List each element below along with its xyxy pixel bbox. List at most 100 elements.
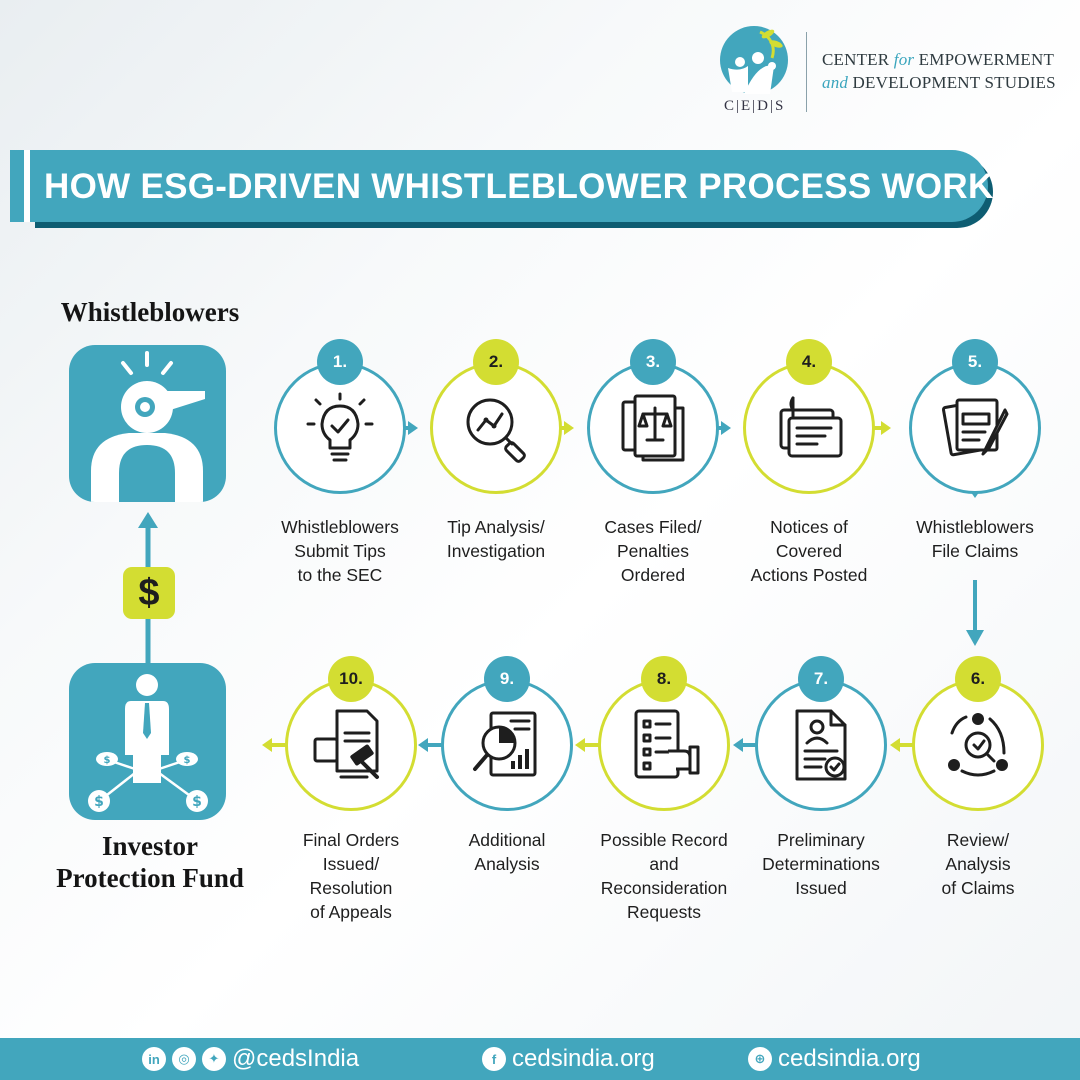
dollar-badge: $ [123, 567, 175, 619]
banner-gap [24, 150, 30, 222]
step-1-label-line: to the SEC [297, 565, 383, 585]
report-magnifier-icon [473, 711, 537, 777]
twitter-icon[interactable]: ✦ [202, 1047, 226, 1071]
title-banner: HOW ESG-DRIVEN WHISTLEBLOWER PROCESS WOR… [30, 150, 1017, 222]
step-8-label-line: Requests [627, 902, 701, 922]
step-7-label-line: Issued [795, 878, 847, 898]
social-handle[interactable]: @cedsIndia [232, 1045, 360, 1072]
facebook-icon[interactable]: f [482, 1047, 506, 1071]
step-8-label-line: Possible Record [600, 830, 728, 850]
logo-line-2: and DEVELOPMENT STUDIES [822, 73, 1056, 93]
legal-document-icon [621, 394, 685, 462]
step-10-label-line: Resolution [309, 878, 393, 898]
step-10-number: 10. [328, 656, 374, 702]
lightbulb-check-icon [306, 392, 374, 462]
logo-text: DEVELOPMENT STUDIES [848, 73, 1056, 92]
claim-papers-pen-icon [941, 398, 1009, 457]
banner-accent-bar [10, 150, 24, 222]
step-10-label-line: Final Orders [302, 830, 400, 850]
footer-social[interactable]: in ◎ ✦ @cedsIndia [142, 1044, 359, 1074]
profile-document-icon [795, 709, 847, 781]
ceds-emblem-icon [720, 26, 788, 94]
step-9-number: 9. [484, 656, 530, 702]
logo-letters: C|E|D|S [724, 98, 786, 114]
logo-text-italic: and [822, 73, 849, 92]
svg-text:$: $ [184, 755, 191, 766]
arrow-10-out [262, 738, 287, 752]
step-2-label-line: Investigation [446, 541, 546, 561]
investor-fund-box: $ $ $ $ [69, 663, 226, 820]
step-4-label-line: Actions Posted [750, 565, 868, 585]
step-6-label-line: Analysis [945, 854, 1011, 874]
step-4-number: 4. [786, 339, 832, 385]
gavel-document-icon [313, 709, 379, 779]
step-3-label-line: Cases Filed/ [604, 517, 702, 537]
logo-text: EMPOWERMENT [914, 50, 1055, 69]
footer-facebook[interactable]: f cedsindia.org [482, 1044, 655, 1074]
instagram-icon[interactable]: ◎ [172, 1047, 196, 1071]
investor-money-icon: $ $ $ $ [88, 674, 208, 812]
gears-review-icon [948, 713, 1008, 777]
facebook-link[interactable]: cedsindia.org [512, 1045, 655, 1072]
magnifier-chart-icon [466, 398, 526, 463]
investor-fund-line-1: Investor [102, 831, 198, 861]
investor-fund-heading: Investor Protection Fund [40, 830, 260, 894]
footer-bar: in ◎ ✦ @cedsIndia f cedsindia.org ⊕ ceds… [0, 1038, 1080, 1080]
step-5-number: 5. [952, 339, 998, 385]
notice-board-icon [779, 396, 843, 458]
step-8-number: 8. [641, 656, 687, 702]
step-8-label-line: and [649, 854, 679, 874]
logo-text: CENTER [822, 50, 894, 69]
step-2-number: 2. [473, 339, 519, 385]
whistleblower-person-icon [91, 351, 205, 502]
logo-divider [806, 32, 807, 112]
footer-website[interactable]: ⊕ cedsindia.org [748, 1044, 921, 1074]
page-title: HOW ESG-DRIVEN WHISTLEBLOWER PROCESS WOR… [44, 167, 1018, 206]
step-3-number: 3. [630, 339, 676, 385]
step-6-number: 6. [955, 656, 1001, 702]
ceds-logo: C|E|D|S CENTER for EMPOWERMENT and DEVEL… [718, 22, 1068, 118]
step-6-label-line: Review/ [946, 830, 1010, 850]
arrow-8-9 [575, 738, 600, 752]
step-7-label-line: Determinations [762, 854, 880, 874]
svg-text:$: $ [104, 755, 111, 766]
step-9-label-line: Additional [468, 830, 546, 850]
globe-icon[interactable]: ⊕ [748, 1047, 772, 1071]
svg-text:$: $ [192, 794, 202, 810]
checklist-hand-icon [634, 709, 700, 779]
step-10-label-line: of Appeals [310, 902, 392, 922]
step-8-label-line: Reconsideration [600, 878, 728, 898]
investor-fund-line-2: Protection Fund [56, 863, 244, 893]
step-7-label-line: Preliminary [777, 830, 865, 850]
step-1-label-line: Whistleblowers [281, 517, 399, 537]
arrow-9-10 [418, 738, 443, 752]
step-4-label-line: Notices of [770, 517, 848, 537]
step-5-label-line: File Claims [931, 541, 1019, 561]
logo-line-1: CENTER for EMPOWERMENT [822, 50, 1054, 70]
step-10-label-line: Issued/ [322, 854, 380, 874]
step-8-circle [598, 679, 730, 811]
step-5-label-line: Whistleblowers [916, 517, 1034, 537]
step-7-number: 7. [798, 656, 844, 702]
svg-text:$: $ [94, 794, 104, 810]
step-3-label-line: Penalties [617, 541, 689, 561]
website-link[interactable]: cedsindia.org [778, 1045, 921, 1072]
step-3-label-line: Ordered [620, 565, 686, 585]
step-6-label-line: of Claims [941, 878, 1015, 898]
logo-text-italic: for [893, 50, 915, 69]
step-2-label: Tip Analysis/Investigation [411, 515, 581, 563]
whistleblowers-heading: Whistleblowers [60, 297, 240, 327]
step-4-label-line: Covered [775, 541, 843, 561]
step-1-number: 1. [317, 339, 363, 385]
step-6-label: Review/Analysis of Claims [893, 828, 1063, 900]
linkedin-icon[interactable]: in [142, 1047, 166, 1071]
step-9-label-line: Analysis [474, 854, 540, 874]
